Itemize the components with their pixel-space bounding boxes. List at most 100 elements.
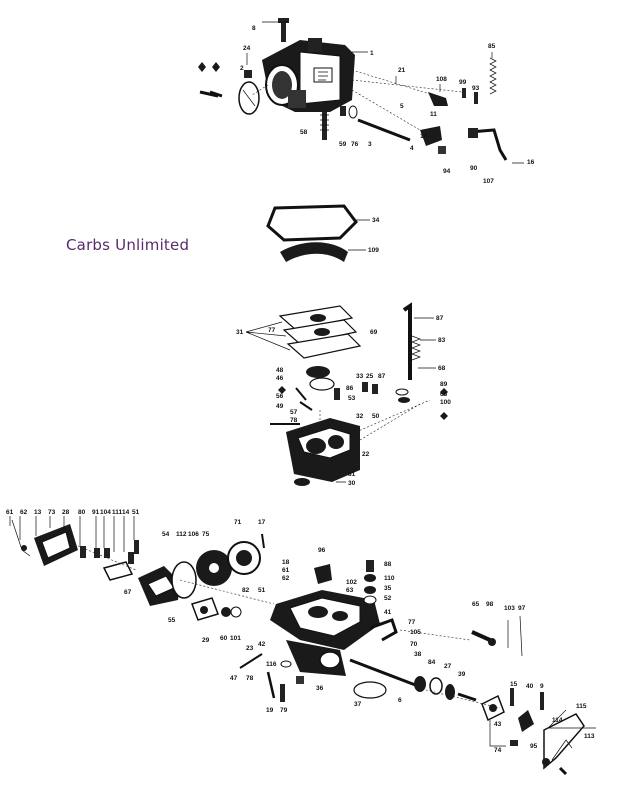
part-callout-78: 78 [246,675,254,682]
part-callout-24: 24 [243,45,251,52]
part-callout-109: 109 [368,247,379,254]
part-callout-2: 2 [240,65,244,72]
part-callout-4: 4 [410,145,414,152]
part-callout-53: 53 [348,395,356,402]
part-callout-18: 18 [282,559,290,566]
part-callout-25: 25 [366,373,374,380]
part-callout-47: 47 [230,675,238,682]
part-callout-11: 11 [430,111,437,118]
part-callout-69: 69 [370,329,378,336]
part-callout-98: 98 [486,601,494,608]
part-callout-16: 16 [527,159,535,166]
part-callout-105: 105 [410,629,421,636]
part-callout-103: 103 [504,605,515,612]
part-callout-71: 71 [234,519,242,526]
part-callout-70: 70 [410,641,418,648]
part-callout-61: 61 [282,567,290,574]
part-callout-41: 41 [384,609,392,616]
part-callout-77: 77 [408,619,416,626]
part-callout-94: 94 [443,168,451,175]
part-callout-3: 3 [368,141,372,148]
part-callout-93: 93 [472,85,480,92]
part-callout-38: 38 [414,651,422,658]
part-callout-95: 95 [530,743,538,750]
part-callout-52: 52 [384,595,392,602]
part-callout-51: 51 [258,587,266,594]
part-callout-48: 48 [276,367,284,374]
part-callout-17: 17 [258,519,266,526]
part-callout-85: 85 [488,43,496,50]
part-callout-56: 56 [276,393,284,400]
part-callout-78: 78 [290,417,298,424]
part-callout-23: 23 [246,645,254,652]
part-callout-101: 101 [230,635,241,642]
part-callout-96: 96 [318,547,326,554]
part-callout-43: 43 [494,721,502,728]
part-callout-14: 14 [122,509,130,516]
part-callout-19: 19 [266,707,274,714]
part-callout-50: 50 [372,413,380,420]
gasket-group: 34 109 [266,204,380,262]
bottom-assembly: 61 62 13 73 28 80 91 104 111 14 51 54 11… [6,509,596,776]
part-callout-110: 110 [384,575,395,582]
part-callout-54: 54 [162,531,170,538]
part-callout-99: 99 [459,79,467,86]
part-callout-107: 107 [483,178,494,185]
part-callout-106: 106 [188,531,199,538]
part-callout-73: 73 [48,509,56,516]
part-callout-5: 5 [400,103,404,110]
part-callout-79: 79 [280,707,288,714]
part-callout-36: 36 [316,685,324,692]
part-callout-81: 81 [348,471,356,478]
part-callout-61: 61 [6,509,14,516]
part-callout-114: 114 [552,717,563,724]
part-callout-60: 60 [220,635,228,642]
part-callout-51: 51 [132,509,140,516]
top-assembly: 8 24 2 1 21 108 99 93 85 5 11 10 4 58 59… [198,18,535,185]
part-callout-88: 88 [384,561,392,568]
part-callout-49: 49 [276,403,284,410]
part-callout-115: 115 [576,703,587,710]
part-callout-86: 86 [346,385,354,392]
part-callout-10: 10 [420,133,428,140]
part-callout-29: 29 [202,637,210,644]
part-callout-63: 63 [346,587,354,594]
part-callout-46: 46 [276,375,284,382]
part-callout-112: 112 [176,531,187,538]
part-callout-67: 67 [124,589,132,596]
part-callout-91: 91 [92,509,100,516]
part-callout-75: 75 [202,531,210,538]
part-callout-89: 89 [440,381,448,388]
part-callout-6: 6 [398,697,402,704]
part-callout-40: 40 [526,683,534,690]
part-callout-57: 57 [290,409,298,416]
part-callout-8: 8 [252,25,256,32]
part-callout-87: 87 [436,315,444,322]
part-callout-55: 55 [168,617,176,624]
part-callout-32: 32 [356,413,364,420]
part-callout-37: 37 [354,701,362,708]
part-callout-30: 30 [348,480,356,487]
part-callout-34: 34 [372,217,380,224]
part-callout-116: 116 [266,661,277,668]
middle-assembly: 31 77 69 87 83 68 48 46 86 56 49 33 25 8… [236,302,451,487]
part-callout-33: 33 [356,373,364,380]
part-callout-21: 21 [398,67,406,74]
part-callout-102: 102 [346,579,357,586]
part-callout-59: 59 [339,141,347,148]
part-callout-28: 28 [62,509,70,516]
part-callout-97: 97 [518,605,526,612]
part-callout-108: 108 [436,76,447,83]
part-callout-104: 104 [100,509,111,516]
part-callout-58: 58 [300,129,308,136]
part-callout-74: 74 [494,747,502,754]
part-callout-62: 62 [20,509,28,516]
part-callout-9: 9 [540,683,544,690]
part-callout-27: 27 [444,663,452,670]
part-callout-76: 76 [351,141,359,148]
part-callout-1: 1 [370,50,374,57]
part-callout-66: 66 [440,391,448,398]
part-callout-42: 42 [258,641,266,648]
part-callout-31: 31 [236,329,244,336]
